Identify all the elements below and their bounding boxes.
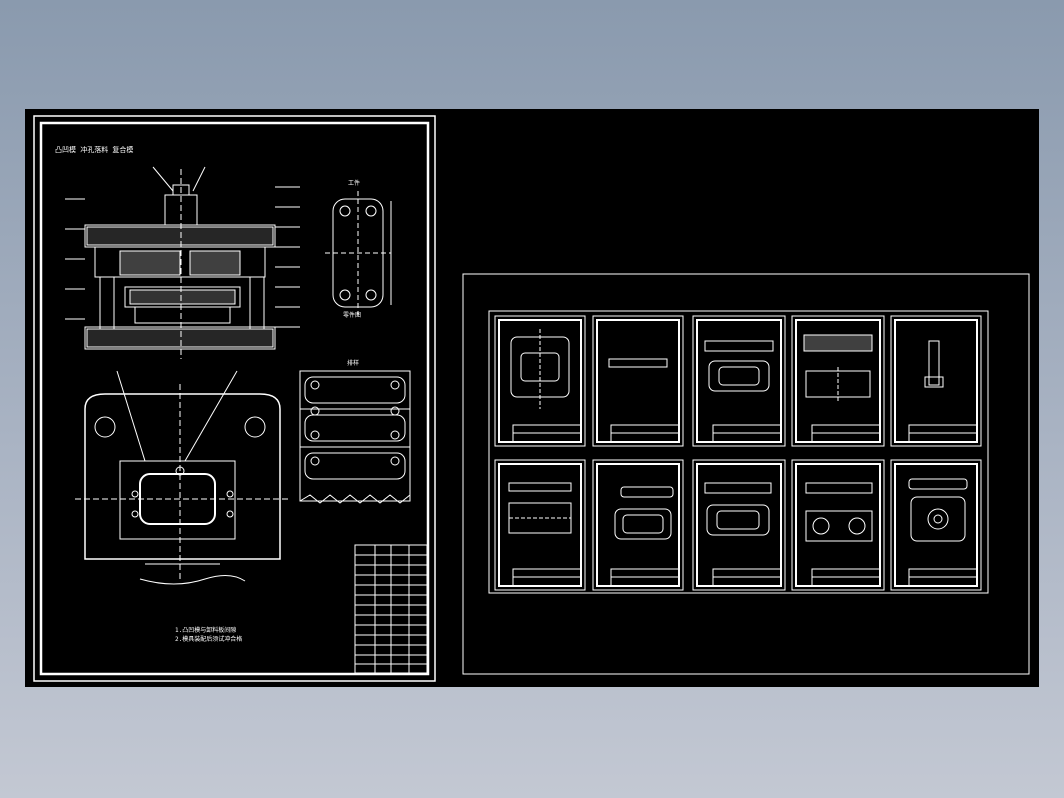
parts-list-table	[354, 544, 428, 674]
part-sheet-8[interactable]	[692, 459, 786, 591]
part-sheet-9[interactable]	[791, 459, 885, 591]
part-sheet-1[interactable]	[494, 315, 586, 447]
strip-layout	[299, 370, 411, 504]
strip-label: 排样	[347, 359, 359, 367]
assembly-sheet[interactable]	[33, 115, 436, 682]
part-sheet-3[interactable]	[692, 315, 786, 447]
part-view	[325, 191, 392, 315]
part-sheet-6[interactable]	[494, 459, 586, 591]
part-sheet-7[interactable]	[592, 459, 684, 591]
part-sheet-4[interactable]	[791, 315, 885, 447]
cad-drawing-canvas: 凸凹模 冲孔落料 复合模 工件 零件图 排样 1.凸凹模与卸料板间隙 2.模具装…	[33, 115, 1030, 682]
part-caption: 零件图	[343, 311, 361, 319]
section-view	[65, 166, 300, 359]
notes-line-1: 1.凸凹模与卸料板间隙	[175, 626, 236, 634]
part-label: 工件	[348, 179, 360, 187]
notes-line-2: 2.模具装配后须试冲合格	[175, 635, 242, 643]
part-drawings-group[interactable]	[462, 273, 1030, 675]
part-sheet-2[interactable]	[592, 315, 684, 447]
part-sheet-10[interactable]	[890, 459, 982, 591]
plan-view	[75, 370, 290, 585]
main-sheet-title: 凸凹模 冲孔落料 复合模	[55, 145, 133, 154]
part-sheet-5[interactable]	[890, 315, 982, 447]
cad-viewport[interactable]: 凸凹模 冲孔落料 复合模 工件 零件图 排样 1.凸凹模与卸料板间隙 2.模具装…	[25, 109, 1039, 687]
